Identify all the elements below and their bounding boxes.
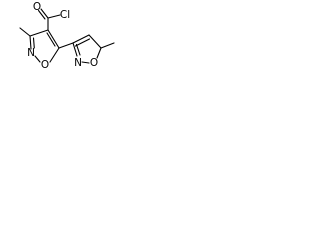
- atom-labels: O Cl N O O N: [27, 1, 98, 71]
- bond-n-right-c3r-double: [75, 43, 81, 56]
- bond-c4r-c5r: [88, 34, 102, 49]
- bond-carbonyl-o-double: [37, 9, 46, 20]
- bond-c5r-methyl: [100, 42, 115, 49]
- bond-n-right-c3r: [72, 42, 78, 57]
- atom-n-right: N: [74, 57, 82, 69]
- bond-c3-n-left: [29, 35, 32, 50]
- bond-c5r-o-right: [96, 47, 102, 59]
- bond-carbonyl-cl: [47, 14, 61, 19]
- bond-ring-ring: [58, 42, 74, 49]
- bond-c3-c4: [29, 29, 49, 37]
- bond-c3-methyl: [19, 27, 31, 37]
- atom-o-carbonyl: O: [33, 1, 41, 13]
- bond-c3r-c4r: [72, 34, 90, 44]
- bond-c5-c4-double: [46, 32, 56, 47]
- atom-o-left: O: [41, 59, 49, 71]
- atom-cl: Cl: [60, 9, 70, 21]
- bond-o-n-right: [81, 61, 90, 64]
- molecule-structure: O Cl N O O N: [19, 1, 115, 71]
- bond-n-o-left: [34, 55, 41, 63]
- bond-c3-n-left-double: [32, 37, 35, 49]
- bond-o-c5-left: [49, 47, 60, 63]
- structure-diagram: O Cl N O O N: [0, 0, 115, 81]
- bond-carbonyl-o: [40, 8, 49, 19]
- bond-c3r-c4r-double: [74, 38, 91, 47]
- bond-c5-c4: [47, 29, 60, 49]
- atom-n-left: N: [27, 47, 35, 59]
- bonds: [19, 8, 115, 64]
- atom-o-right: O: [90, 57, 98, 69]
